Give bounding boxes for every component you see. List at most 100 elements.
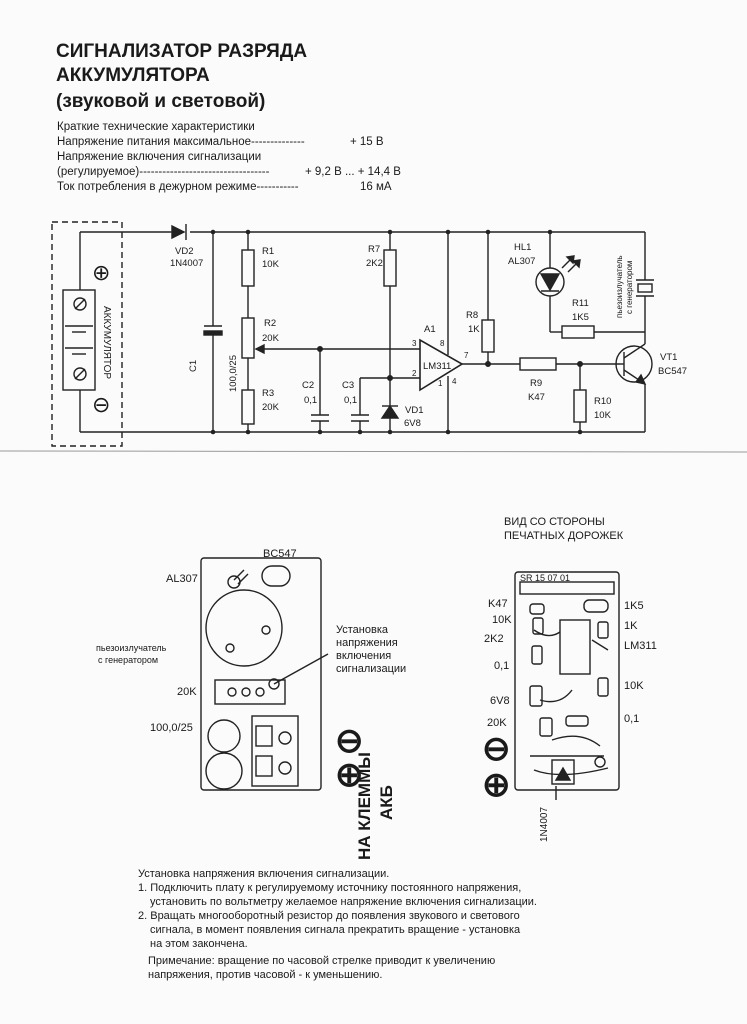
r1-value: 10K xyxy=(262,259,280,270)
r7-label: R7 xyxy=(368,244,380,255)
track-label-6v8: 6V8 xyxy=(490,695,510,707)
r3-value: 20K xyxy=(262,402,280,413)
track-label-1k5: 1K5 xyxy=(624,600,644,612)
specs-heading: Краткие технические характеристики xyxy=(57,121,255,133)
pin-3: 3 xyxy=(412,339,417,348)
trimmer-label: 20K xyxy=(177,686,197,698)
track-label-lm311: LM311 xyxy=(624,640,657,652)
vt1-label: VT1 xyxy=(660,352,677,363)
c3-value: 0,1 xyxy=(344,395,357,406)
track-heading-2: ПЕЧАТНЫХ ДОРОЖЕК xyxy=(504,530,624,542)
instructions-heading: Установка напряжения включения сигнализа… xyxy=(138,868,390,880)
bc547-label: BC547 xyxy=(263,548,297,560)
vd1-value: 6V8 xyxy=(404,418,421,429)
battery-frame xyxy=(51,221,123,447)
r9-label: R9 xyxy=(530,378,542,389)
piezo-label: пьезоизлучатель xyxy=(615,255,624,318)
page-subtitle: (звуковой и световой) xyxy=(56,91,266,112)
r8-value: 1K xyxy=(468,324,480,335)
spec-trigger-value: + 9,2 В ... + 14,4 В xyxy=(305,166,401,178)
spec-supply-label: Напряжение питания максимальное---------… xyxy=(57,136,305,148)
track-label-c01-a: 0,1 xyxy=(494,660,510,672)
pin-2: 2 xyxy=(412,369,417,378)
plus-icon: ⊕ xyxy=(92,260,110,285)
page-title-line-2: АККУМУЛЯТОРА xyxy=(56,65,210,86)
terminals-label-1: НА КЛЕММЫ xyxy=(355,752,374,860)
setup-callout: Установка напряжения включения сигнализа… xyxy=(336,624,407,675)
minus-terminal-icon: ⊖ xyxy=(335,722,364,760)
terminals-label-2: АКБ xyxy=(377,785,396,820)
instruction-step-2a: 2. Вращать многооборотный резистор до по… xyxy=(138,910,520,922)
c2-label: C2 xyxy=(302,380,314,391)
r11-label: R11 xyxy=(572,298,589,309)
battery-body xyxy=(62,289,96,391)
scan-line xyxy=(0,450,747,453)
minus-track-icon: ⊖ xyxy=(482,730,511,768)
track-label-10k-b: 10K xyxy=(624,680,644,692)
pin-8: 8 xyxy=(440,339,445,348)
r2-label: R2 xyxy=(264,318,276,329)
cap-c1 xyxy=(207,719,241,753)
plus-track-icon: ⊕ xyxy=(482,766,511,804)
page-title-line-1: СИГНАЛИЗАТОР РАЗРЯДА xyxy=(56,41,308,62)
pin-4: 4 xyxy=(452,377,457,386)
c1-label: C1 xyxy=(188,360,199,372)
capacitor-label: 100,0/25 xyxy=(150,722,193,734)
r3-label: R3 xyxy=(262,388,274,399)
instruction-step-1a: 1. Подключить плату к регулируемому исто… xyxy=(138,882,522,894)
terminal-block xyxy=(251,715,299,787)
vt1-type: BC547 xyxy=(658,366,687,377)
piezo-label-1: пьезоизлучатель xyxy=(96,643,167,653)
vd2-label: VD2 xyxy=(175,246,193,257)
a1-type: LM311 xyxy=(423,361,451,372)
c1-value: 100,0/25 xyxy=(228,355,239,392)
instruction-step-1b: установить по вольтметру желаемое напряж… xyxy=(150,896,537,908)
spec-supply-value: + 15 В xyxy=(350,136,384,148)
track-label-20k: 20K xyxy=(487,717,507,729)
hl1-label: HL1 xyxy=(514,242,531,253)
spec-trigger-label-2: (регулируемое)--------------------------… xyxy=(57,166,270,178)
hl1-type: AL307 xyxy=(508,256,535,267)
r1-label: R1 xyxy=(262,246,274,257)
r11-value: 1K5 xyxy=(572,312,589,323)
track-label-2k2: 2K2 xyxy=(484,633,504,645)
track-label-c01-b: 0,1 xyxy=(624,713,640,725)
diode-label: 1N4007 xyxy=(539,807,550,842)
r10-label: R10 xyxy=(594,396,611,407)
trimmer-20k xyxy=(214,679,286,705)
battery-label: АККУМУЛЯТОР xyxy=(101,306,112,379)
pin-7: 7 xyxy=(464,351,469,360)
minus-icon: ⊖ xyxy=(92,392,110,417)
c2-value: 0,1 xyxy=(304,395,317,406)
pin-1: 1 xyxy=(438,379,443,388)
r2-value: 20K xyxy=(262,333,280,344)
al307-label: AL307 xyxy=(166,573,198,585)
piezo-label-2: с генератором xyxy=(625,261,634,314)
track-label-1k: 1K xyxy=(624,620,638,632)
track-board xyxy=(514,571,620,791)
component-board xyxy=(200,557,322,791)
note-line-1: Примечание: вращение по часовой стрелке … xyxy=(148,955,496,967)
instruction-step-2b: сигнала, в момент появления сигнала прек… xyxy=(150,924,521,936)
vd1-label: VD1 xyxy=(405,405,423,416)
r8-label: R8 xyxy=(466,310,478,321)
plus-terminal-icon: ⊕ xyxy=(335,756,364,794)
vd2-type: 1N4007 xyxy=(170,258,203,269)
track-heading-1: ВИД СО СТОРОНЫ xyxy=(504,516,605,528)
spec-current-value: 16 мА xyxy=(360,181,392,193)
note-line-2: напряжения, против часовой - к уменьшени… xyxy=(148,969,383,981)
instruction-step-2c: на этом закончена. xyxy=(150,938,248,950)
r9-value: K47 xyxy=(528,392,545,403)
spec-trigger-label: Напряжение включения сигнализации xyxy=(57,151,262,163)
board-code: SR 15 07 01 xyxy=(520,573,571,583)
a1-label: A1 xyxy=(424,324,436,335)
circuit-schematic: АККУМУЛЯТОР ⊕ ⊖ VD2 1N4007 C1 100,0/25 R… xyxy=(0,221,747,453)
r10-value: 10K xyxy=(594,410,612,421)
piezo-label-2: с генератором xyxy=(98,655,159,665)
track-label-10k-a: 10K xyxy=(492,614,512,626)
r7-value: 2K2 xyxy=(366,258,383,269)
spec-current-label: Ток потребления в дежурном режиме-------… xyxy=(57,181,299,193)
c3-label: C3 xyxy=(342,380,354,391)
track-label-k47: K47 xyxy=(488,598,508,610)
piezo-disc xyxy=(205,589,283,667)
